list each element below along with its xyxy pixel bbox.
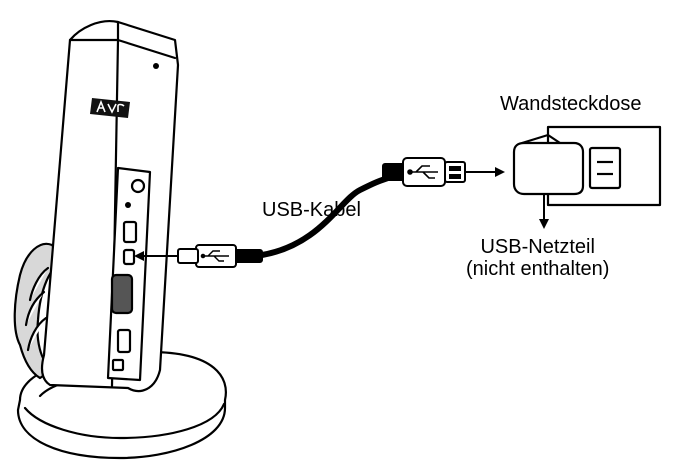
usb-plug-small: [177, 244, 263, 268]
usb-cable-line: [259, 173, 398, 258]
camera-head-dot: [153, 63, 159, 69]
usb-icon: [407, 165, 438, 179]
usb-power-adapter: [512, 133, 585, 196]
usb-cable-label: USB-Kabel: [262, 199, 361, 221]
usb-port: [122, 248, 136, 266]
usb-adapter-label-line2: (nicht enthalten): [466, 258, 610, 281]
usb-adapter-label: USB-Netzteil (nicht enthalten): [466, 236, 609, 281]
port-panel: [106, 166, 152, 382]
usb-plug-large: [382, 157, 466, 187]
usb-icon: [200, 250, 229, 262]
usb-adapter-label-line1: USB-Netzteil: [480, 236, 595, 258]
wall-outlet-label: Wandsteckdose: [500, 93, 642, 115]
document-camera: [13, 20, 227, 460]
camera-arm: [13, 242, 67, 380]
wall-socket-icon: [588, 146, 622, 190]
aver-logo: [90, 98, 130, 118]
